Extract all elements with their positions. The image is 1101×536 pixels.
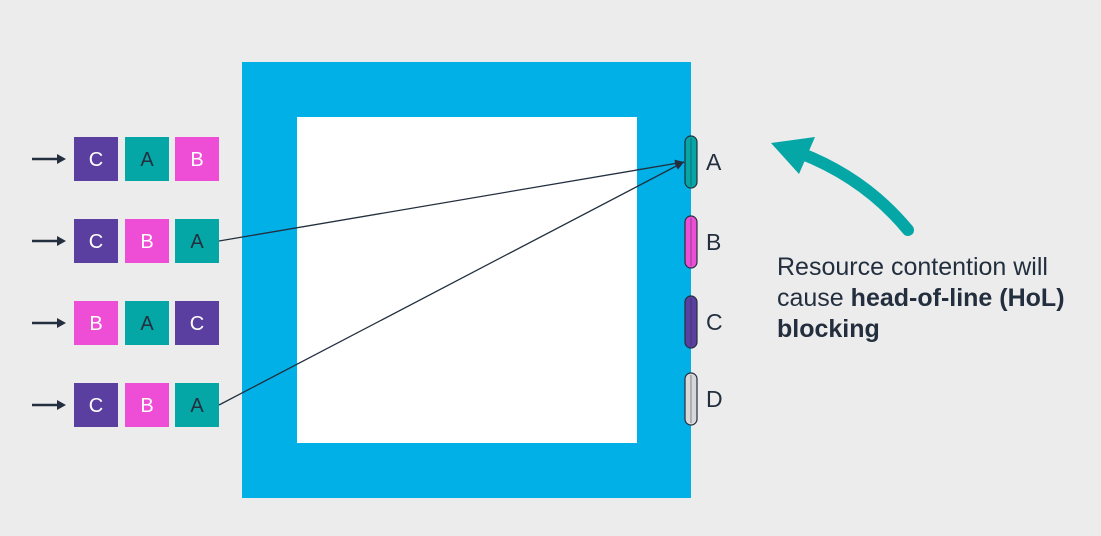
packet-b: B <box>125 383 169 427</box>
output-port-d: D <box>684 372 723 426</box>
packet-label: B <box>140 231 153 253</box>
packet-c: C <box>74 137 118 181</box>
packet-a: A <box>175 383 219 427</box>
output-port-b: B <box>684 215 721 269</box>
packet-label: C <box>89 231 103 253</box>
caption-line-2-prefix: cause <box>777 284 851 312</box>
port-label: C <box>706 309 723 335</box>
connection-arrow-2 <box>218 161 685 406</box>
port-label: D <box>706 386 723 412</box>
packet-label: C <box>89 149 103 171</box>
port-label: B <box>706 229 721 255</box>
packet-label: B <box>190 149 203 171</box>
input-arrow-icon <box>32 400 66 410</box>
packet-label: A <box>140 149 154 171</box>
packet-a: A <box>175 219 219 263</box>
input-arrow-icon <box>32 154 66 164</box>
packet-c: C <box>74 219 118 263</box>
packet-a: A <box>125 137 169 181</box>
packet-label: C <box>89 395 103 417</box>
input-arrow-icon <box>32 236 66 246</box>
connection-arrow-1 <box>218 159 685 242</box>
port-label: A <box>706 149 722 175</box>
caption-line-1: Resource contention will <box>777 253 1048 281</box>
caption-line-3: blocking <box>777 315 880 343</box>
packet-c: C <box>175 301 219 345</box>
output-port-c: C <box>684 295 723 349</box>
packet-b: B <box>125 219 169 263</box>
packet-label: A <box>190 395 204 417</box>
packet-c: C <box>74 383 118 427</box>
curved-pointer-arrow-icon <box>771 137 914 236</box>
packet-label: B <box>89 313 102 335</box>
contention-caption: Resource contention will cause head-of-l… <box>777 252 1097 345</box>
caption-line-2-bold: head-of-line (HoL) <box>850 284 1065 312</box>
packet-label: A <box>140 313 154 335</box>
packet-label: B <box>140 395 153 417</box>
packet-label: A <box>190 231 204 253</box>
packet-b: B <box>175 137 219 181</box>
packet-label: C <box>190 313 204 335</box>
packet-a: A <box>125 301 169 345</box>
caption-line-2: cause head-of-line (HoL) <box>777 283 1097 314</box>
input-arrow-icon <box>32 318 66 328</box>
output-port-a: A <box>684 135 722 189</box>
packet-b: B <box>74 301 118 345</box>
switch-fabric <box>297 117 637 443</box>
